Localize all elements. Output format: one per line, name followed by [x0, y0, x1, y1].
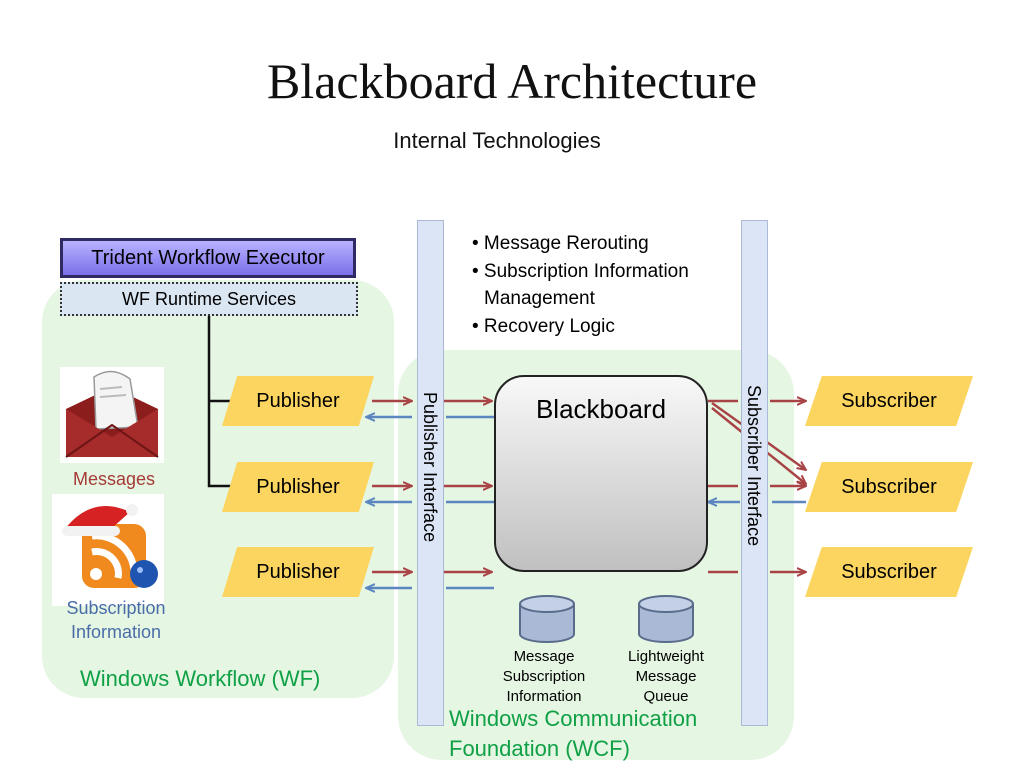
subscriber-3-label: Subscriber: [841, 560, 937, 583]
lightweight-queue-db-label: Lightweight Message Queue: [611, 647, 721, 707]
wcf-label-line2: Foundation (WCF): [449, 736, 630, 761]
publisher-2: Publisher: [222, 462, 374, 512]
blackboard-box: [494, 375, 708, 572]
subscriber-1-label: Subscriber: [841, 389, 937, 412]
publisher-1-label: Publisher: [256, 389, 340, 412]
feature-item: • Message Rerouting: [472, 233, 649, 254]
feature-item: Management: [484, 288, 595, 309]
subscription-label-line2: Information: [70, 622, 162, 642]
publisher-2-label: Publisher: [256, 475, 340, 498]
wf-runtime-services-label: WF Runtime Services: [121, 288, 297, 309]
blackboard-label: Blackboard: [535, 394, 667, 424]
publisher-interface-label: Publisher Interface: [420, 392, 440, 543]
runtime-tree-connector: [207, 316, 232, 488]
db1-line3: Information: [506, 688, 582, 705]
blackboard-features-list: • Message Rerouting • Subscription Infor…: [472, 230, 689, 340]
feature-item: • Subscription Information: [472, 260, 689, 282]
rss-feed-icon: [52, 494, 164, 606]
subscriber-2: Subscriber: [805, 462, 973, 512]
db2-line1: Lightweight: [628, 648, 704, 665]
publisher-interface-bar: [417, 220, 444, 726]
publisher-3: Publisher: [222, 547, 374, 597]
subscription-label-line1: Subscription: [66, 598, 166, 618]
feature-item: • Recovery Logic: [472, 315, 615, 337]
subscriber-3: Subscriber: [805, 547, 973, 597]
trident-workflow-executor: Trident Workflow Executor: [60, 238, 356, 278]
db2-line3: Queue: [643, 688, 689, 705]
publisher-3-label: Publisher: [256, 560, 340, 583]
subscriber-1: Subscriber: [805, 376, 973, 426]
messages-label: Messages: [72, 469, 156, 489]
db1-line2: Subscription: [502, 668, 586, 685]
db2-line2: Message: [635, 668, 697, 685]
subscriber-interface-bar: [741, 220, 768, 726]
wf-runtime-services: WF Runtime Services: [60, 282, 358, 316]
wf-region-label: Windows Workflow (WF): [80, 666, 321, 691]
page-subtitle: Internal Technologies: [393, 128, 601, 153]
subscriber-interface-label: Subscriber Interface: [744, 385, 764, 547]
database-icon: [638, 595, 694, 643]
publisher-1: Publisher: [222, 376, 374, 426]
page-title: Blackboard Architecture: [266, 53, 758, 109]
envelope-icon: [60, 367, 164, 463]
wcf-region-label: Windows Communication Foundation (WCF): [449, 704, 697, 764]
wcf-label-line1: Windows Communication: [449, 706, 698, 731]
db1-line1: Message: [513, 648, 575, 665]
trident-workflow-executor-label: Trident Workflow Executor: [91, 246, 325, 269]
subscription-information-label: Subscription Information: [52, 596, 180, 644]
subscriber-2-label: Subscriber: [841, 475, 937, 498]
database-icon: [519, 595, 575, 643]
message-subscription-db-label: Message Subscription Information: [489, 647, 599, 707]
